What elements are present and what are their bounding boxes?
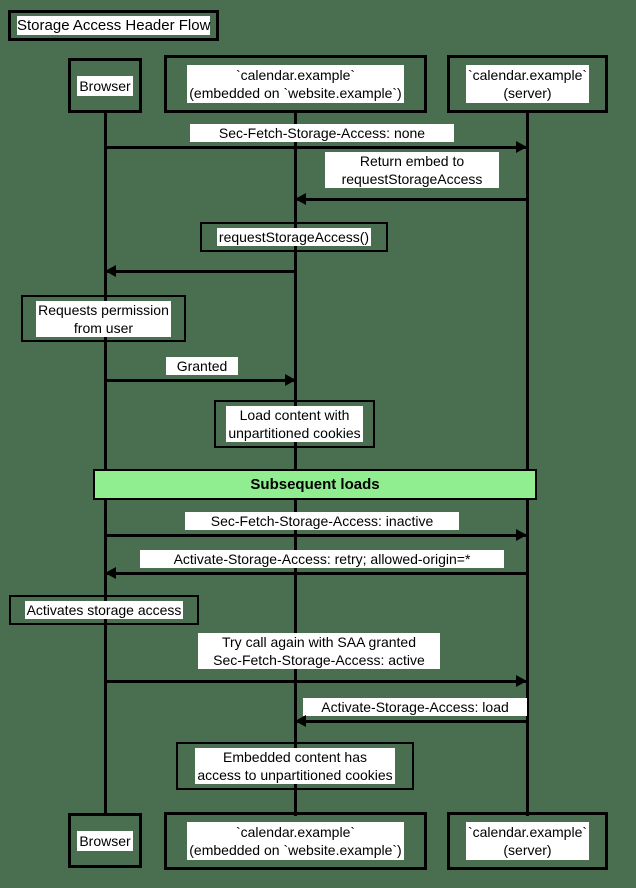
arrow-head-sec-fetch-none	[516, 141, 527, 153]
message-line-try-call-again	[105, 680, 526, 683]
footer-participant-embedded-label: `calendar.example` (embedded on `website…	[187, 822, 404, 860]
note-request-storage-access-text: requestStorageAccess()	[216, 228, 372, 246]
participant-browser[interactable]: Browser	[68, 58, 142, 113]
note-load-content-text: Load content with unpartitioned cookies	[226, 406, 363, 442]
message-label-activate-retry: Activate-Storage-Access: retry; allowed-…	[140, 550, 504, 568]
note-activates-storage-access: Activates storage access	[9, 595, 199, 625]
message-label-try-call-again: Try call again with SAA granted Sec-Fetc…	[198, 633, 440, 669]
participant-embedded-label: `calendar.example` (embedded on `website…	[187, 65, 404, 103]
footer-participant-browser-label: Browser	[77, 830, 133, 851]
lifeline-server	[526, 113, 529, 816]
message-label-granted: Granted	[166, 357, 238, 375]
arrow-head-granted	[285, 374, 296, 386]
message-line-activate-load	[295, 720, 527, 723]
note-requests-permission: Requests permission from user	[21, 295, 186, 342]
message-line-sec-fetch-inactive	[105, 534, 526, 537]
arrow-head-activate-retry	[105, 567, 116, 579]
footer-participant-browser[interactable]: Browser	[68, 813, 142, 868]
message-label-activate-load: Activate-Storage-Access: load	[303, 698, 527, 716]
note-load-content: Load content with unpartitioned cookies	[214, 400, 375, 448]
footer-participant-server-label: `calendar.example` (server)	[465, 822, 590, 860]
participant-server[interactable]: `calendar.example` (server)	[447, 55, 608, 113]
message-label-sec-fetch-none: Sec-Fetch-Storage-Access: none	[190, 124, 454, 142]
participant-browser-label: Browser	[77, 75, 133, 96]
note-activates-storage-access-text: Activates storage access	[24, 601, 184, 619]
message-line-granted	[105, 379, 295, 382]
diagram-title-box: Storage Access Header Flow	[8, 10, 220, 41]
note-request-storage-access: requestStorageAccess()	[200, 222, 388, 252]
arrow-head-activate-load	[295, 715, 306, 727]
section-subsequent-loads-label: Subsequent loads	[250, 476, 380, 493]
note-embedded-content-access-text: Embedded content has access to unpartiti…	[195, 748, 395, 784]
message-line-embedded-to-browser	[105, 270, 295, 273]
note-embedded-content-access: Embedded content has access to unpartiti…	[176, 742, 414, 790]
arrow-head-embedded-to-browser	[105, 265, 116, 277]
footer-participant-server[interactable]: `calendar.example` (server)	[447, 812, 608, 870]
lifeline-browser	[104, 113, 107, 816]
message-label-sec-fetch-inactive: Sec-Fetch-Storage-Access: inactive	[185, 512, 459, 530]
arrow-head-return-embed	[295, 193, 306, 205]
footer-participant-embedded[interactable]: `calendar.example` (embedded on `website…	[164, 812, 427, 870]
section-subsequent-loads: Subsequent loads	[93, 469, 537, 500]
note-requests-permission-text: Requests permission from user	[36, 300, 171, 337]
diagram-title: Storage Access Header Flow	[17, 16, 211, 35]
participant-embedded[interactable]: `calendar.example` (embedded on `website…	[164, 55, 427, 113]
participant-server-label: `calendar.example` (server)	[465, 65, 590, 103]
lifeline-embedded	[294, 113, 297, 816]
arrow-head-sec-fetch-inactive	[516, 529, 527, 541]
message-line-activate-retry	[105, 572, 526, 575]
message-label-return-embed: Return embed to requestStorageAccess	[325, 152, 499, 188]
message-line-sec-fetch-none	[105, 146, 526, 149]
arrow-head-try-call-again	[516, 675, 527, 687]
message-line-return-embed	[295, 198, 527, 201]
